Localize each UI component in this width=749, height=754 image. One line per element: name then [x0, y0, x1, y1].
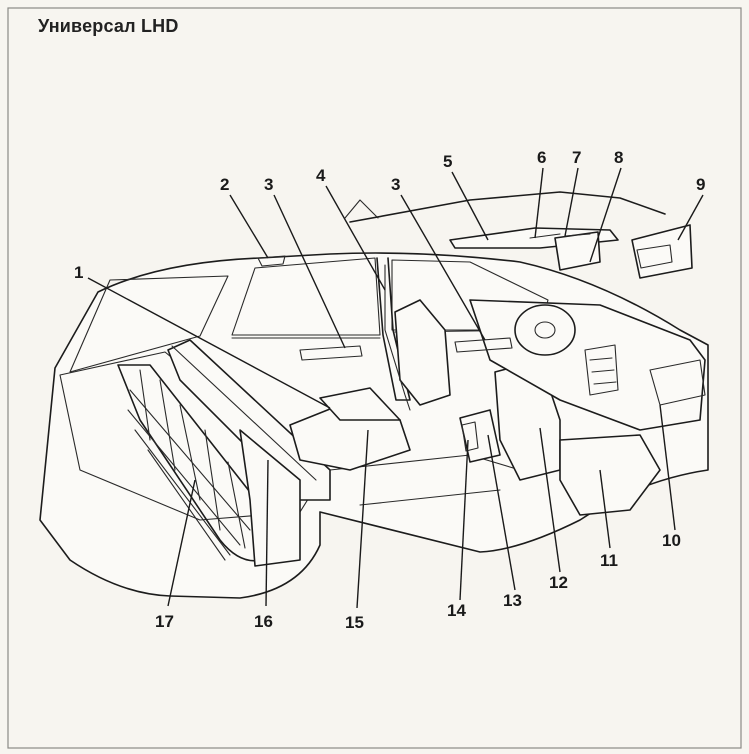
callout-4: 4: [316, 166, 326, 185]
leader-4: [325, 185, 386, 291]
callout-6: 6: [537, 148, 546, 167]
leader-16: [265, 459, 269, 607]
leader-5: [451, 171, 489, 241]
callout-9: 9: [696, 175, 705, 194]
leader-lines: [87, 167, 704, 609]
leader-10: [659, 404, 676, 531]
leader-6: [534, 167, 544, 239]
sun-visors: [449, 224, 693, 279]
leader-12: [539, 427, 561, 573]
leader-3b: [400, 194, 486, 341]
steering-wheel: [514, 304, 576, 356]
callout-1: 1: [74, 263, 83, 282]
leader-15: [356, 429, 369, 609]
page-border: [7, 7, 742, 749]
leader-17: [167, 479, 196, 607]
callout-16: 16: [254, 612, 273, 631]
callout-12: 12: [549, 573, 568, 592]
callout-7: 7: [572, 148, 581, 167]
callout-11: 11: [600, 551, 618, 570]
callout-15: 15: [345, 613, 364, 632]
callout-14: 14: [447, 601, 466, 620]
rear-seat-back: [167, 339, 331, 567]
callout-2: 2: [220, 175, 229, 194]
leader-7: [564, 167, 579, 237]
callout-5: 5: [443, 152, 452, 171]
callout-13: 13: [503, 591, 522, 610]
callout-labels: 1 2 3 4 3 5 6 7 8 9 10 11 12 13 14 15 16…: [74, 148, 705, 632]
leader-13: [487, 434, 516, 591]
figure-title: Универсал LHD: [38, 16, 179, 36]
callout-3-left: 3: [264, 175, 273, 194]
rear-seat-cushion: [289, 387, 411, 471]
callout-3-right: 3: [391, 175, 400, 194]
leader-14: [459, 439, 469, 601]
leader-9: [677, 194, 704, 241]
callout-8: 8: [614, 148, 623, 167]
callout-10: 10: [662, 531, 681, 550]
window-switches: [257, 255, 513, 361]
leader-1: [87, 277, 331, 409]
leader-11: [599, 469, 611, 549]
front-seats: [394, 299, 661, 516]
leader-3a: [273, 194, 346, 349]
callout-17: 17: [155, 612, 174, 631]
leader-2: [229, 194, 269, 259]
seat-belt: [384, 264, 411, 411]
dashboard: [469, 299, 706, 431]
leader-8: [589, 167, 622, 263]
